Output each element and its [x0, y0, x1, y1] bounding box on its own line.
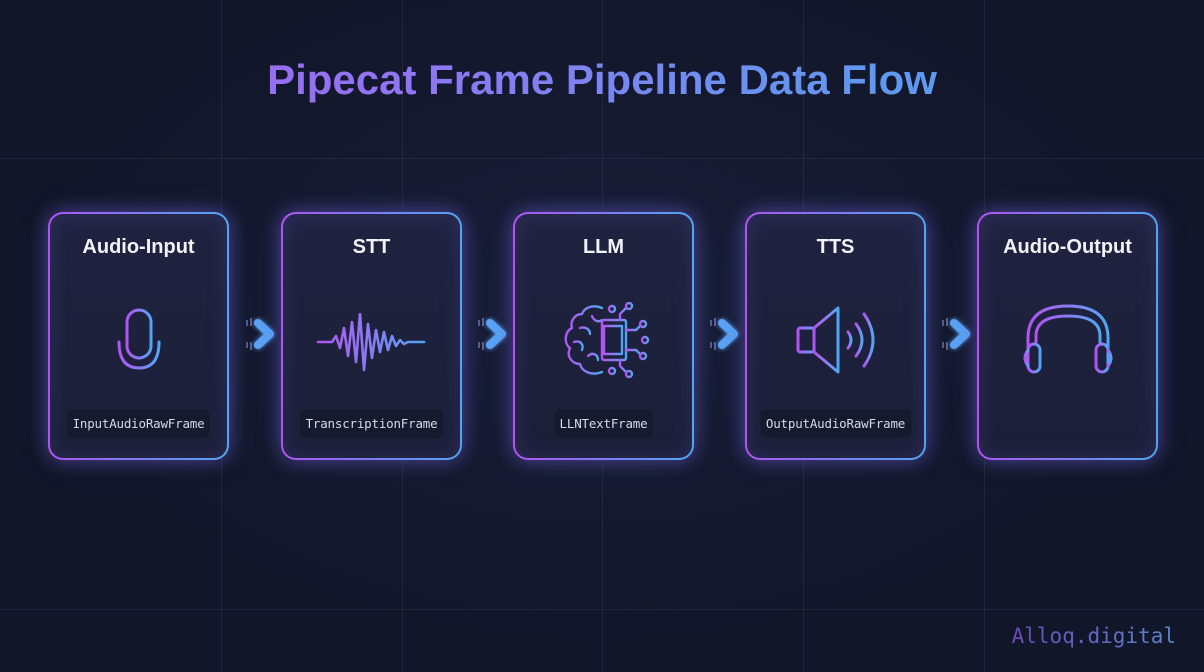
stage-title: STT — [352, 236, 391, 258]
watermark: Alloq.digital — [1011, 624, 1176, 648]
stage-card-stt: STT TranscriptionFrame — [281, 212, 462, 460]
frame-type-label: LLNTextFrame — [552, 408, 655, 439]
arrow-right-icon — [912, 318, 970, 350]
stage-card-tts: TTS OutputAudioRawFrame — [745, 212, 926, 460]
waveform-icon — [316, 312, 425, 372]
headphones-icon — [1023, 304, 1112, 374]
stage-card-audio-input: Audio-Input InputAudioRawFrame — [48, 212, 229, 460]
stage-title: LLM — [582, 236, 625, 258]
microphone-icon — [91, 308, 186, 382]
stage-title: TTS — [816, 236, 855, 258]
speaker-icon — [796, 306, 874, 374]
frame-type-label: TranscriptionFrame — [298, 408, 445, 439]
frame-type-label: InputAudioRawFrame — [65, 408, 212, 439]
grid-line — [0, 158, 1204, 159]
grid-line — [0, 609, 1204, 610]
arrow-right-icon — [680, 318, 738, 350]
stage-title: Audio-Output — [1003, 236, 1132, 258]
diagram-title: Pipecat Frame Pipeline Data Flow — [0, 54, 1204, 106]
brain-chip-icon — [564, 302, 649, 379]
arrow-right-icon — [216, 318, 274, 350]
arrow-right-icon — [448, 318, 506, 350]
stage-title: Audio-Input — [82, 236, 195, 258]
stage-card-audio-output: Audio-Output — [977, 212, 1158, 460]
stage-card-llm: LLM LLNTextFrame — [513, 212, 694, 460]
frame-type-label: OutputAudioRawFrame — [758, 408, 913, 439]
